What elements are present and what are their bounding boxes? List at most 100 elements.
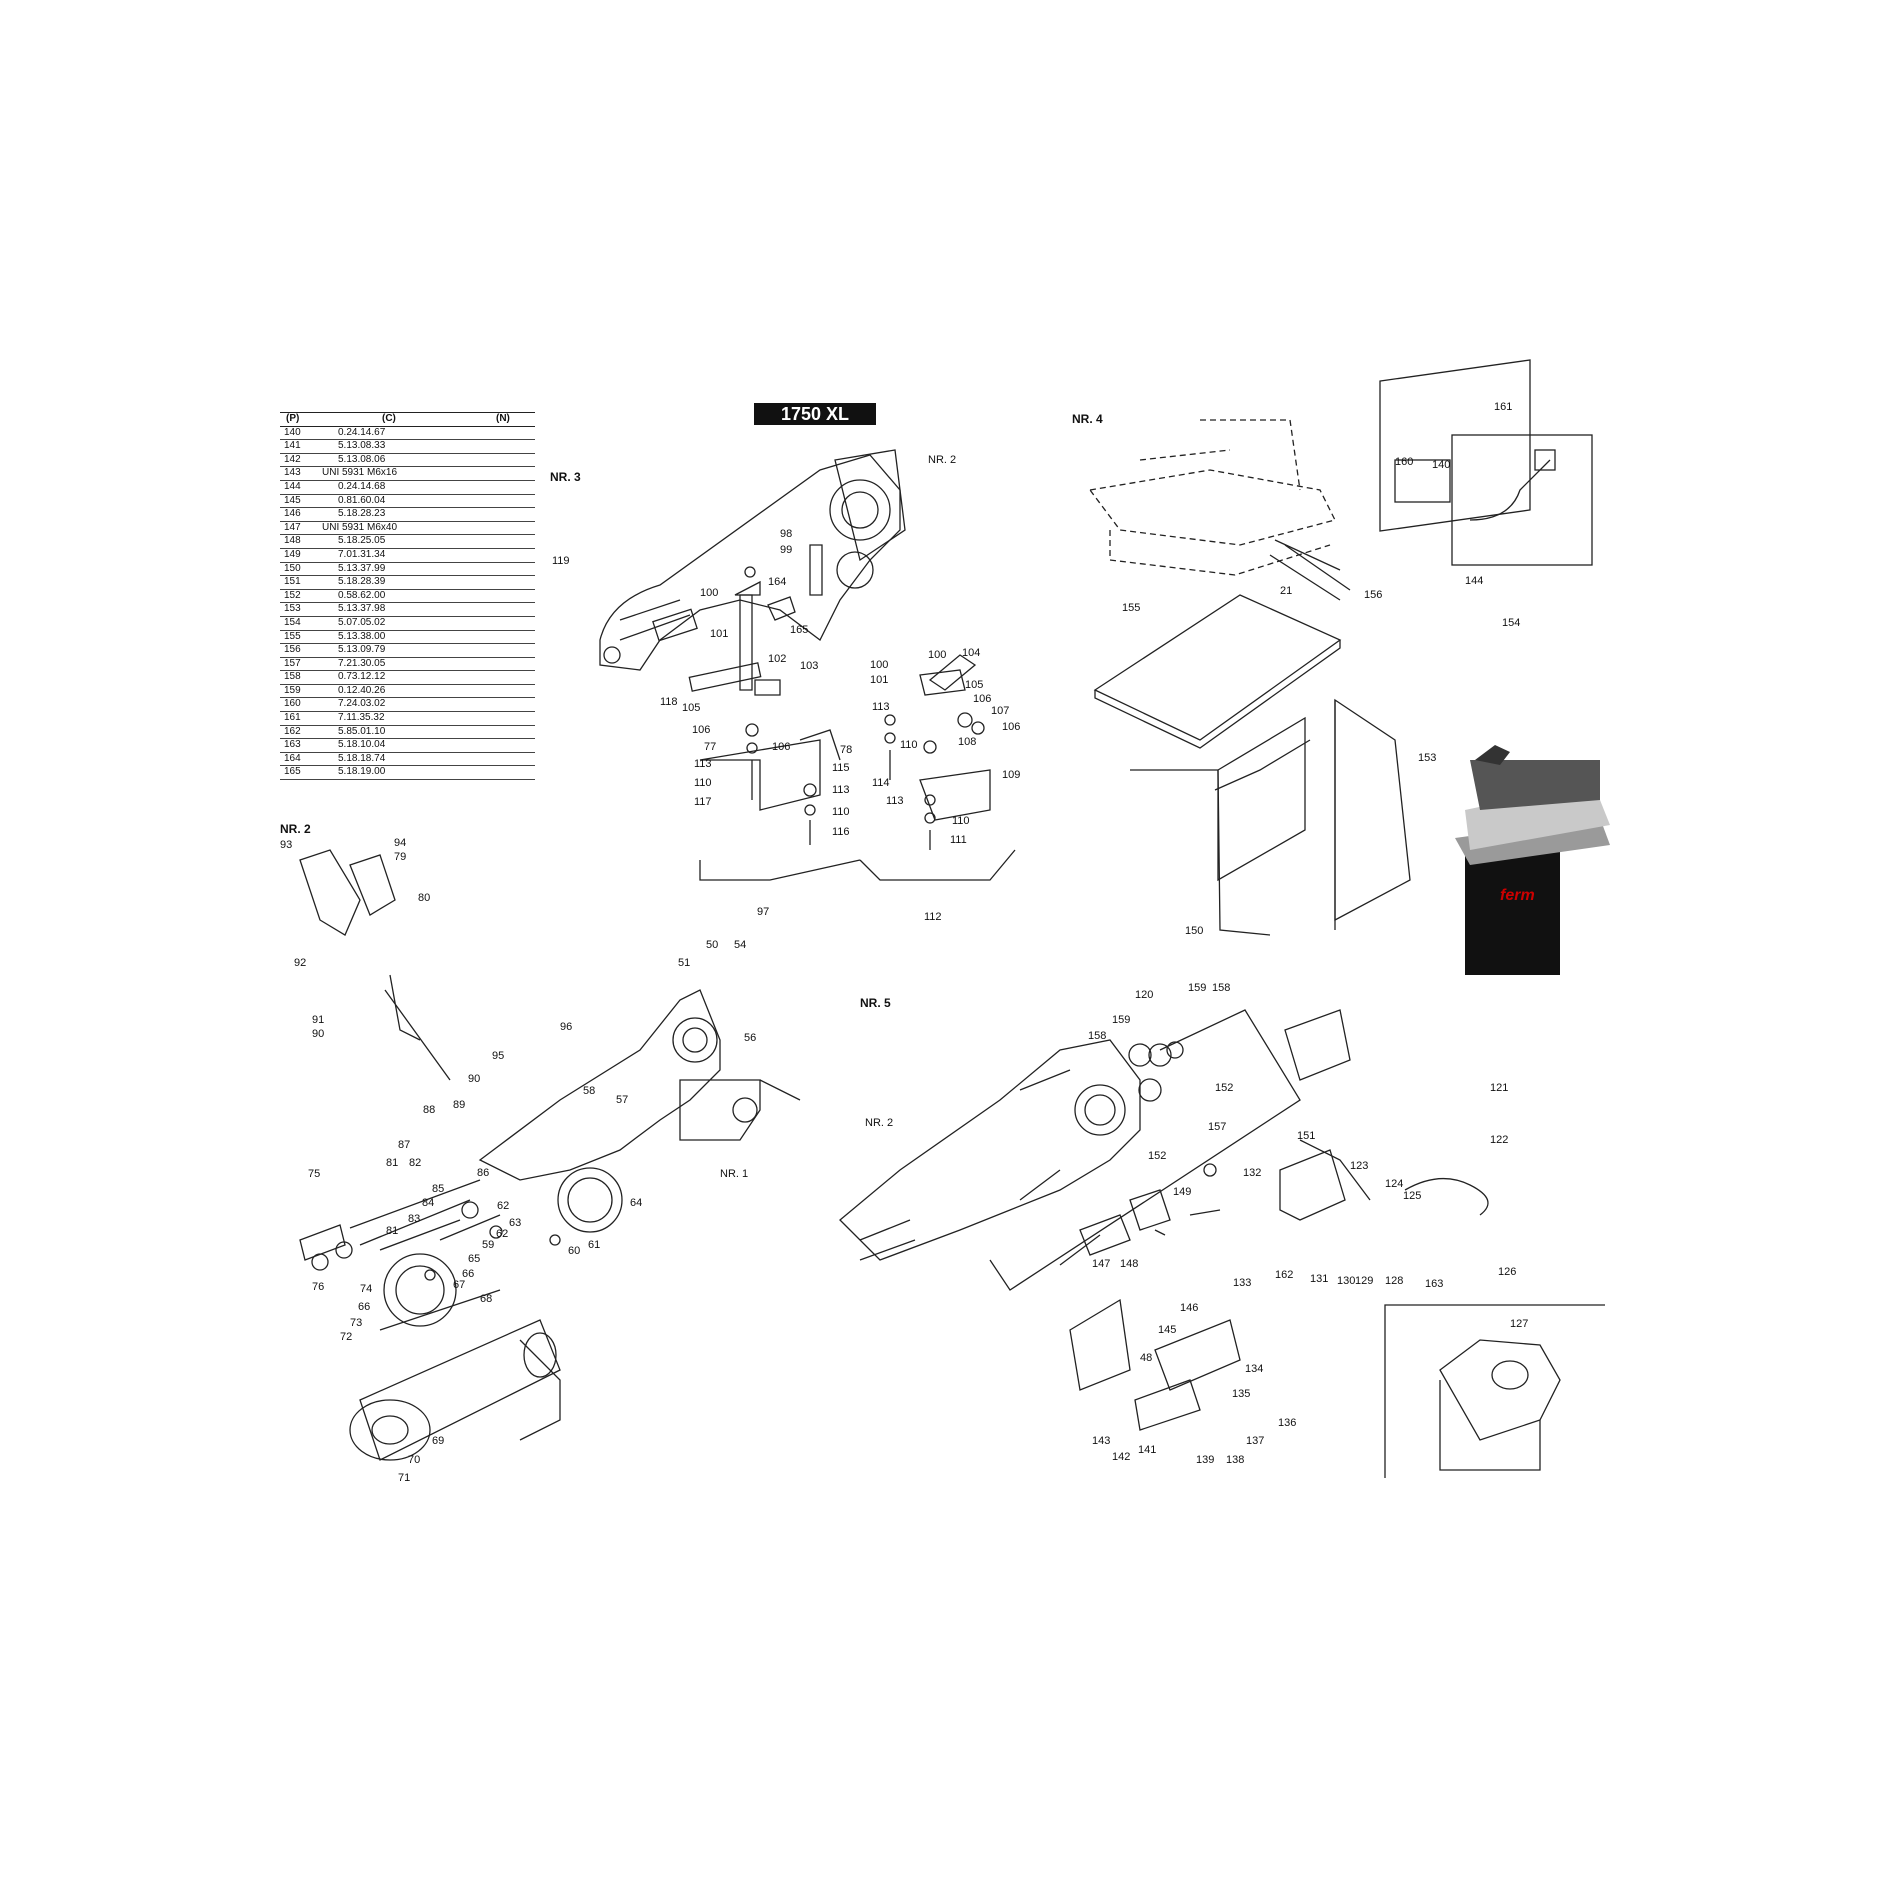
part-position: 155 <box>280 630 322 645</box>
part-position: 158 <box>280 670 322 685</box>
part-position: 165 <box>280 765 322 781</box>
callout-nr5: 151 <box>1297 1130 1315 1142</box>
callout-nr3: 110 <box>900 739 918 751</box>
callout-nr3: 106 <box>772 741 790 753</box>
part-name <box>494 494 535 509</box>
part-code: 0.24.14.68 <box>322 480 494 495</box>
callout-nr5: 120 <box>1135 989 1153 1001</box>
part-name <box>494 697 535 713</box>
part-code: 0.73.12.12 <box>322 670 494 685</box>
callout-nr2: 57 <box>616 1094 628 1106</box>
callout-nr2: 70 <box>408 1454 420 1466</box>
callout-nr3: 110 <box>694 777 712 789</box>
part-position: 147 <box>280 521 322 536</box>
part-code: 0.58.62.00 <box>322 589 494 604</box>
callout-nr2: 64 <box>630 1197 642 1209</box>
callout-nr3: 99 <box>780 544 792 556</box>
callout-nr4: 144 <box>1465 575 1483 587</box>
callout-nr5: 136 <box>1278 1417 1296 1429</box>
callout-nr2: 66 <box>462 1268 474 1280</box>
callout-nr4: 155 <box>1122 602 1140 614</box>
callout-nr3: NR. 2 <box>928 454 956 466</box>
callout-nr5: 135 <box>1232 1388 1250 1400</box>
part-code: 5.13.37.99 <box>322 562 494 577</box>
part-name <box>494 711 535 726</box>
part-name <box>494 630 535 645</box>
part-name <box>494 480 535 495</box>
callout-nr2: 76 <box>312 1281 324 1293</box>
part-position: 163 <box>280 738 322 753</box>
callout-nr2: NR. 1 <box>720 1168 748 1180</box>
callout-nr2: 50 <box>706 939 718 951</box>
callout-nr3: 118 <box>660 696 678 708</box>
part-position: 141 <box>280 439 322 454</box>
part-code: 7.11.35.32 <box>322 711 494 726</box>
part-code: 7.21.30.05 <box>322 657 494 672</box>
callout-nr2: 56 <box>744 1032 756 1044</box>
part-code: 5.07.05.02 <box>322 616 494 631</box>
nr3-vise-assembly-left <box>699 544 861 881</box>
col-header-p: (P) <box>280 412 322 427</box>
part-code: 5.18.18.74 <box>322 752 494 767</box>
part-position: 160 <box>280 697 322 713</box>
nr3-vise-assembly-right <box>859 654 1016 881</box>
callout-nr5: 126 <box>1498 1266 1516 1278</box>
callout-nr5: 137 <box>1246 1435 1264 1447</box>
part-code: 5.13.09.79 <box>322 643 494 658</box>
callout-nr4: 161 <box>1494 401 1512 413</box>
callout-nr5: 122 <box>1490 1134 1508 1146</box>
part-position: 156 <box>280 643 322 658</box>
callout-nr3: 164 <box>768 576 786 588</box>
part-code: 0.81.60.04 <box>322 494 494 509</box>
callout-nr3: 77 <box>704 741 716 753</box>
part-code: 5.18.10.04 <box>322 738 494 753</box>
nr5-motor-parts-drawing <box>1059 1009 1489 1431</box>
callout-nr3: 98 <box>780 528 792 540</box>
part-code: 5.13.08.33 <box>322 439 494 454</box>
callout-nr2: 68 <box>480 1293 492 1305</box>
callout-nr5: 131 <box>1310 1273 1328 1285</box>
callout-nr2: 61 <box>588 1239 600 1251</box>
part-position: 146 <box>280 507 322 522</box>
callout-nr5: 159 <box>1112 1014 1130 1026</box>
callout-nr2: 51 <box>678 957 690 969</box>
callout-nr2: 89 <box>453 1099 465 1111</box>
callout-nr3: 101 <box>710 628 728 640</box>
callout-nr3: 117 <box>694 796 712 808</box>
callout-nr2: 92 <box>294 957 306 969</box>
part-name <box>494 725 535 740</box>
part-position: 150 <box>280 562 322 577</box>
part-name <box>494 684 535 699</box>
callout-nr5: 149 <box>1173 1186 1191 1198</box>
callout-nr2: 67 <box>453 1279 465 1291</box>
callout-nr5: 158 <box>1212 982 1230 994</box>
part-code: UNI 5931 M6x16 <box>322 466 494 481</box>
callout-nr3: 114 <box>872 777 890 789</box>
callout-nr5: 138 <box>1226 1454 1244 1466</box>
callout-nr2: 79 <box>394 851 406 863</box>
part-code: 5.85.01.10 <box>322 725 494 740</box>
callout-nr2: 71 <box>398 1472 410 1484</box>
brand-logo: ferm <box>1500 887 1535 904</box>
callout-nr4: 140 <box>1432 459 1450 471</box>
callout-nr3: 110 <box>832 806 850 818</box>
callout-nr5: 148 <box>1120 1258 1138 1270</box>
callout-nr2: 73 <box>350 1317 362 1329</box>
model-title: 1750 XL <box>754 403 876 425</box>
callout-nr3: 116 <box>832 826 850 838</box>
nr3-saw-frame-drawing <box>599 449 906 692</box>
callout-nr2: 83 <box>408 1213 420 1225</box>
col-header-c: (C) <box>322 412 494 427</box>
callout-nr3: 107 <box>991 705 1009 717</box>
